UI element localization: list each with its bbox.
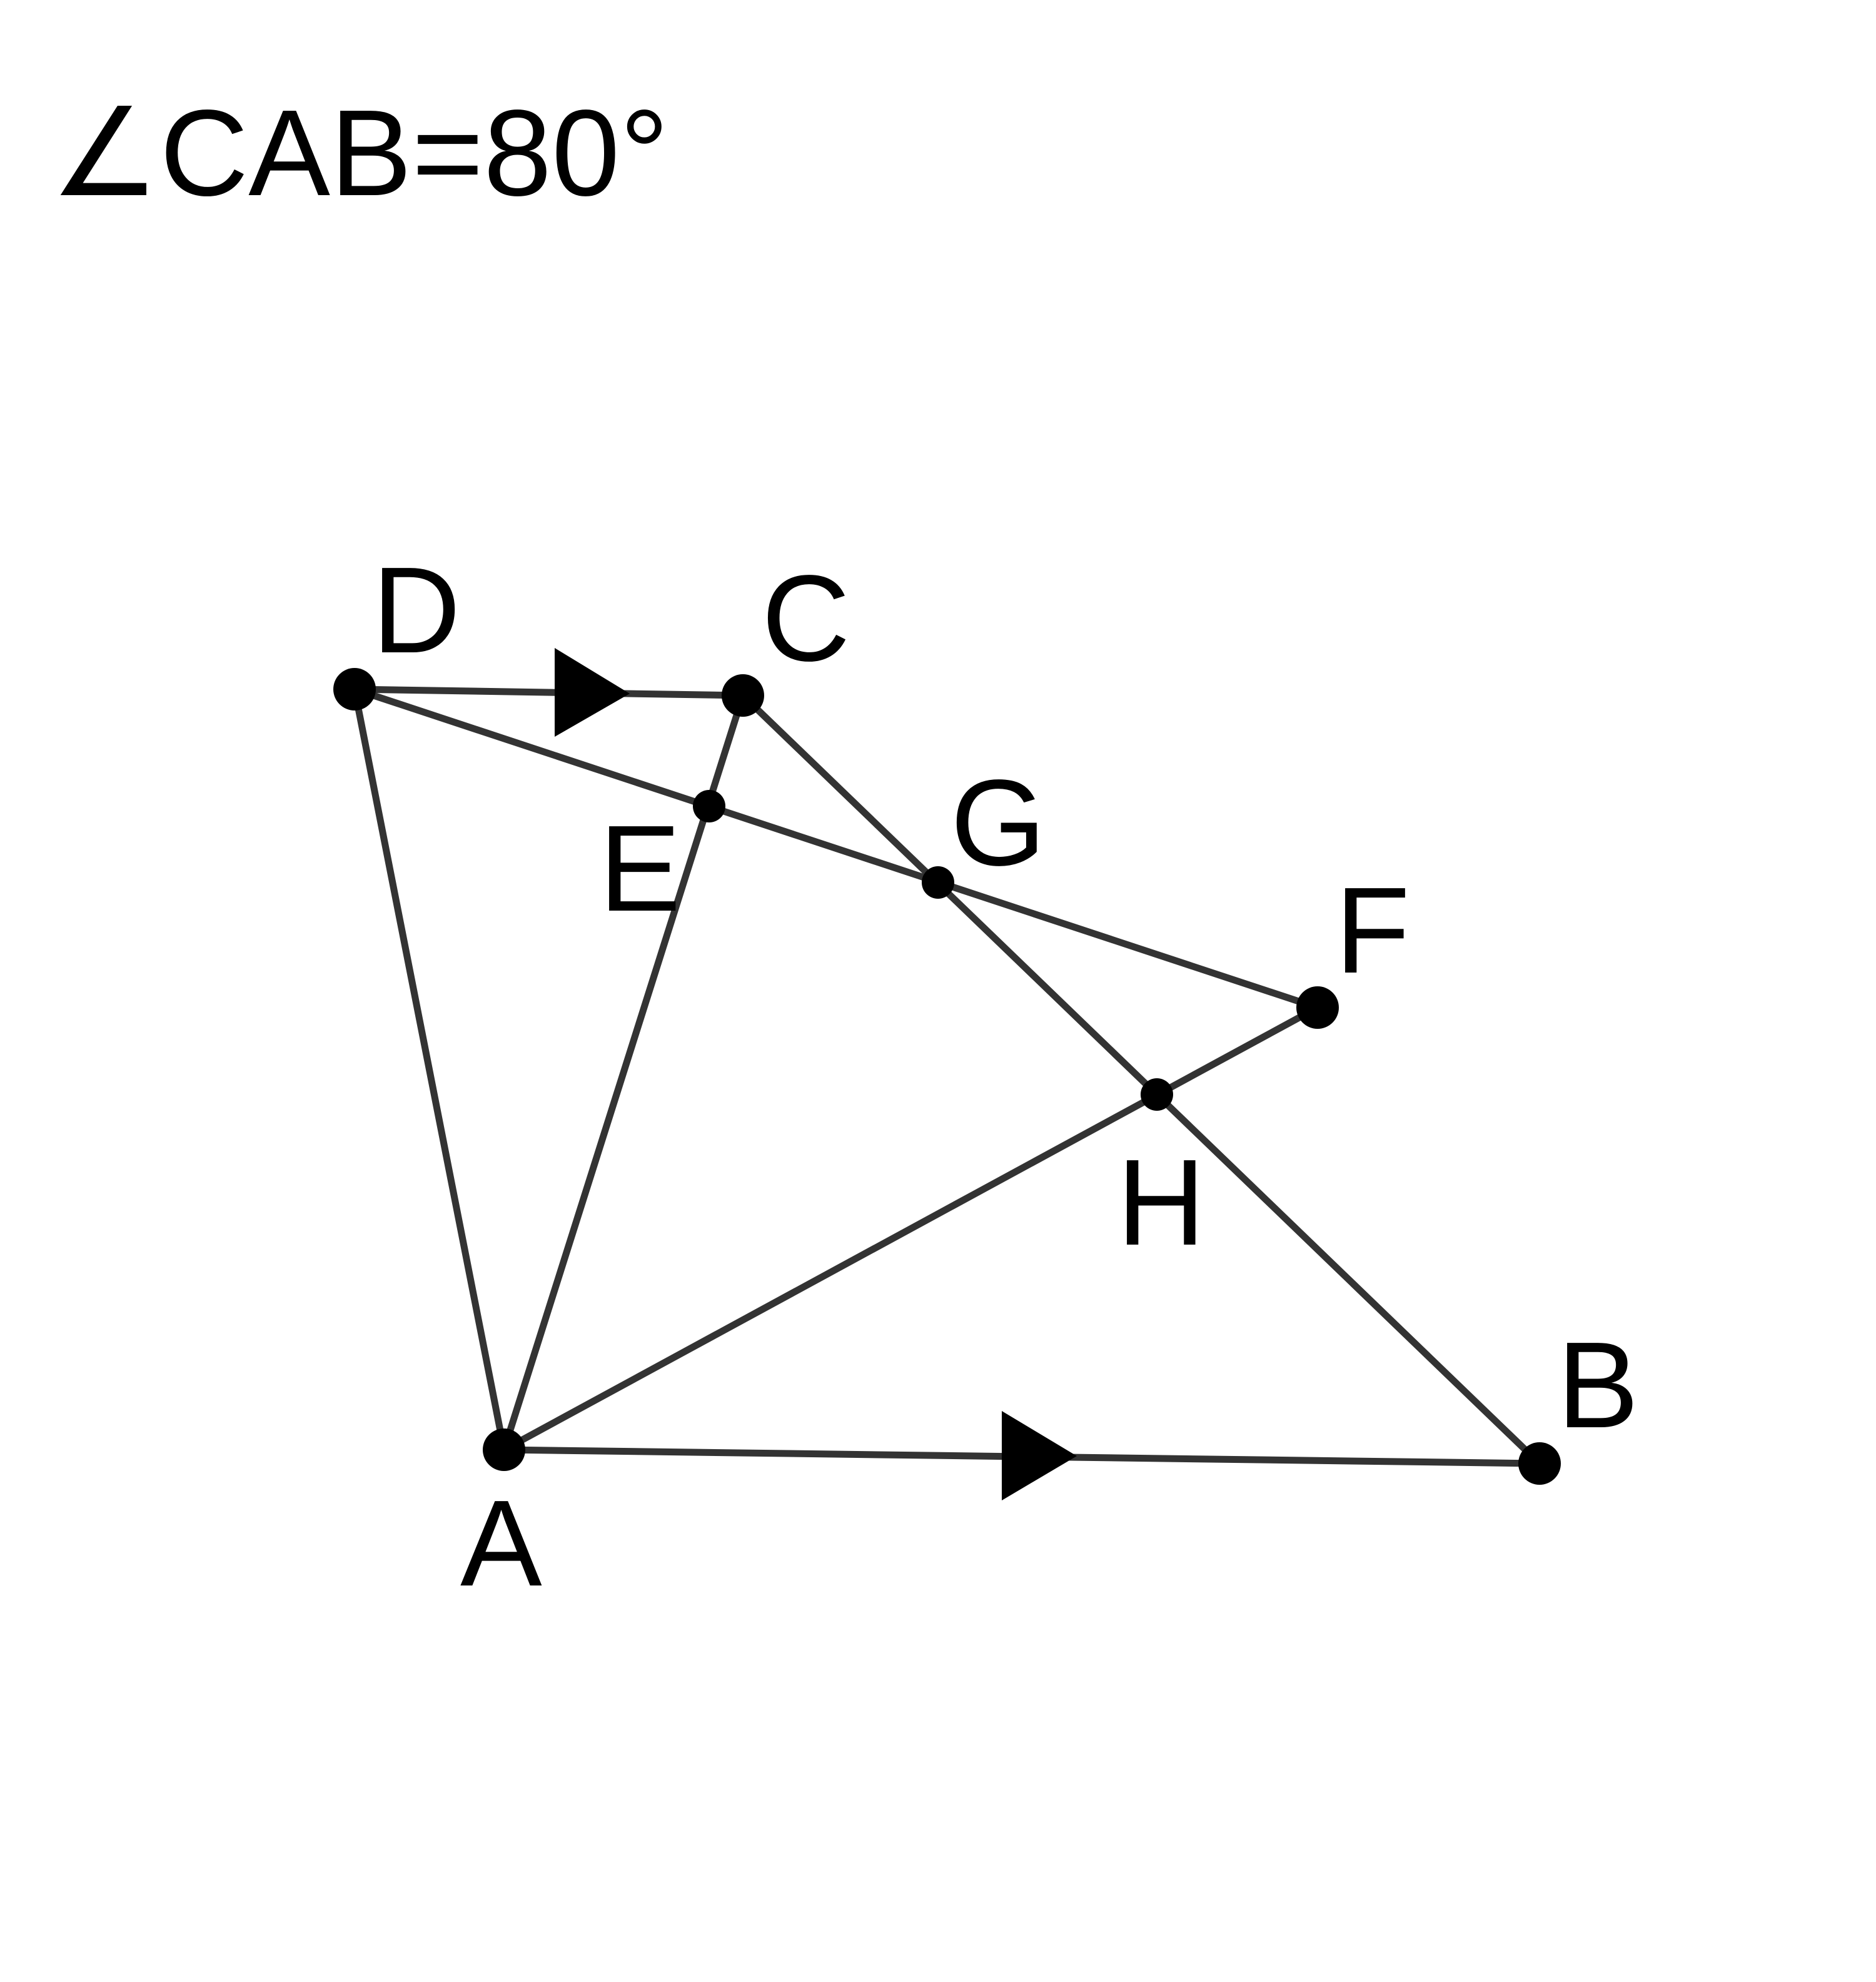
point-e [693,790,725,822]
segment-dc [351,685,747,699]
label-a: A [460,1475,542,1612]
points [333,668,1561,1485]
point-g [922,866,954,899]
point-b [1518,1442,1561,1485]
label-d: D [372,542,461,679]
label-e: E [599,800,681,937]
point-labels: D C E G F H A B [372,542,1639,1612]
parallel-arrow-ab [1002,1411,1077,1500]
point-c [722,674,764,717]
label-b: B [1557,1317,1639,1454]
segments [351,685,1543,1467]
label-f: F [1335,862,1410,999]
parallel-arrow-dc [555,648,630,737]
label-g: G [951,754,1046,891]
point-d [333,668,376,710]
point-a [483,1428,525,1471]
point-f [1296,986,1339,1029]
segment-df [351,685,1321,1011]
label-c: C [762,550,850,687]
point-h [1141,1078,1173,1111]
segment-af [500,1004,1321,1454]
label-h: H [1117,1134,1206,1271]
segment-da [351,685,508,1454]
segment-cb [739,692,1543,1467]
angle-annotation: ∠CAB=80° [50,84,669,221]
